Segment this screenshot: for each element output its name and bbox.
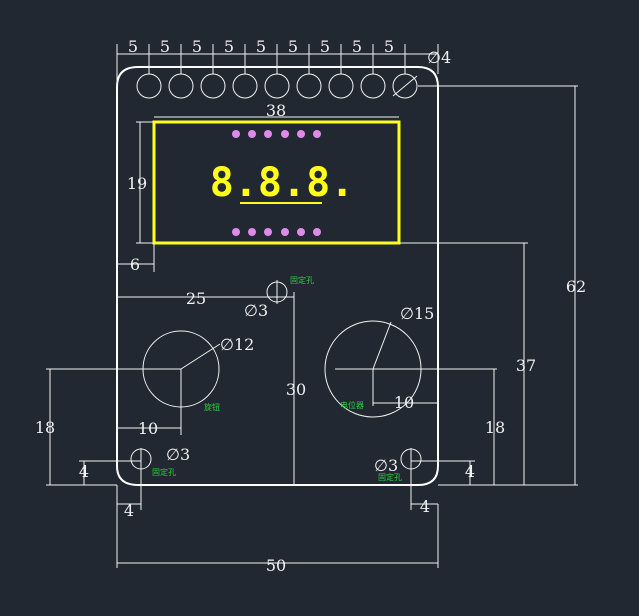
led-dots-bottom <box>232 228 321 236</box>
pitch-label: 5 <box>128 37 138 56</box>
display-offset-dim: 6 <box>130 255 140 274</box>
connector-hole <box>328 73 354 99</box>
pitch-label: 5 <box>352 37 362 56</box>
board-outline <box>116 66 439 486</box>
pitch-label: 5 <box>256 37 266 56</box>
seven-segment-readout: 8.8.8. <box>210 160 355 206</box>
display-width-dim: 38 <box>266 101 286 120</box>
connector-hole <box>168 73 194 99</box>
connector-hole-diameter: ∅4 <box>427 48 451 67</box>
display-window <box>152 120 401 245</box>
connector-hole <box>232 73 258 99</box>
led-dots-top <box>232 130 321 138</box>
connector-hole <box>264 73 290 99</box>
potentiometer-note: 电位器 <box>340 400 364 410</box>
pitch-dimensions: 5 5 5 5 5 5 5 5 5 ∅4 <box>116 37 451 84</box>
pitch-label: 5 <box>192 37 202 56</box>
connector-holes <box>136 73 418 99</box>
knob-x-dim: 10 <box>138 419 158 438</box>
pitch-label: 5 <box>224 37 234 56</box>
display-height-dim: 19 <box>127 174 147 193</box>
center-hole-note: 固定孔 <box>290 275 314 285</box>
bl-hole-x-dim: 4 <box>124 501 134 520</box>
bl-hole-note: 固定孔 <box>152 467 176 477</box>
potentiometer-diameter: ∅15 <box>400 304 434 323</box>
connector-hole <box>296 73 322 99</box>
center-hole-x-dim: 25 <box>186 289 206 308</box>
potentiometer-x-dim: 10 <box>394 393 414 412</box>
right-pot-height-dim: 18 <box>485 418 505 437</box>
br-hole-x-dim: 4 <box>420 497 430 516</box>
br-hole-diameter: ∅3 <box>374 456 398 475</box>
pitch-label: 5 <box>384 37 394 56</box>
pitch-label: 5 <box>160 37 170 56</box>
pitch-label: 5 <box>288 37 298 56</box>
pitch-label: 5 <box>320 37 330 56</box>
total-width-dim: 50 <box>266 556 286 575</box>
bl-hole-y-dim: 4 <box>79 462 89 481</box>
center-hole-diameter: ∅3 <box>244 301 268 320</box>
knob-note: 旋钮 <box>204 402 220 412</box>
knob-diameter: ∅12 <box>220 335 254 354</box>
display-bottom-height-dim: 37 <box>516 356 536 375</box>
bl-hole-diameter: ∅3 <box>166 445 190 464</box>
connector-hole <box>200 73 226 99</box>
center-hole-y-dim: 30 <box>286 380 306 399</box>
total-height-dim: 62 <box>566 277 586 296</box>
connector-hole <box>136 73 162 99</box>
left-knob-height-dim: 18 <box>35 418 55 437</box>
br-hole-y-dim: 4 <box>465 462 475 481</box>
br-hole-note: 固定孔 <box>378 472 402 482</box>
connector-hole <box>360 73 386 99</box>
